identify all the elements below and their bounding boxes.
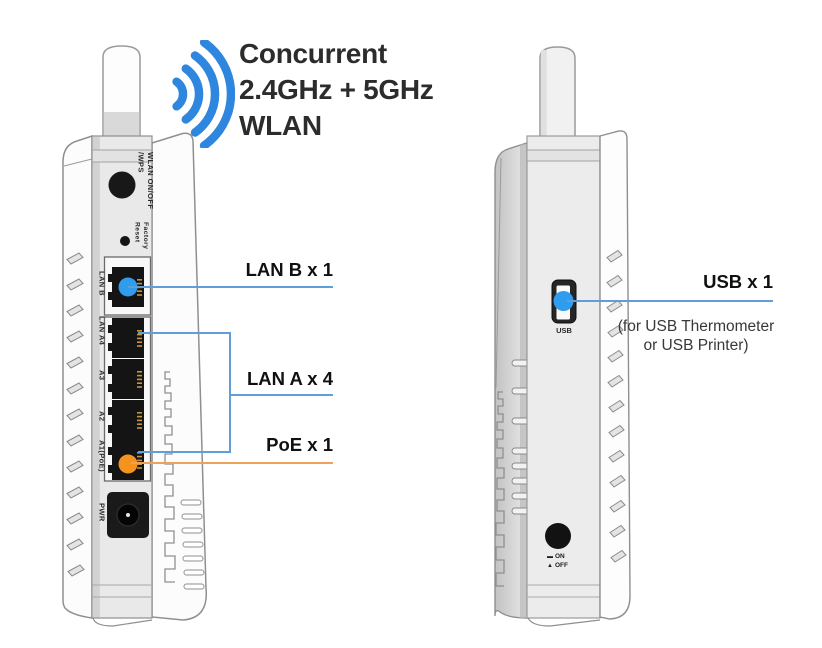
power-button: [545, 523, 571, 549]
usb-note: (for USB Thermometer or USB Printer): [617, 318, 775, 354]
callout-label-lan-a: LAN A x 4: [246, 368, 333, 389]
antenna: [539, 46, 576, 138]
heading-text: Concurrent 2.4GHz + 5GHz WLAN: [239, 38, 434, 141]
device-left-side-view: WLAN ON/OFF /WPS Factory Reset LAN B LAN…: [55, 40, 215, 630]
power-on-label: ON: [555, 553, 565, 560]
lan-a4-port-label: LAN A4: [97, 316, 107, 346]
lan-a2-port-label: A2: [97, 411, 107, 422]
pwr-jack-label: PWR: [97, 503, 107, 522]
callout-label-poe: PoE x 1: [266, 434, 333, 455]
poe-indicator-dot: [118, 454, 138, 474]
callout-line-usb: [567, 300, 773, 302]
lan-a3-port: [108, 359, 144, 399]
power-switch-label: ▬ ON ▲ OFF: [547, 552, 568, 570]
callout-label-lan-b: LAN B x 1: [245, 259, 333, 280]
antenna: [102, 45, 141, 138]
callout-line-poe: [131, 462, 333, 464]
device-right-art: [494, 46, 631, 627]
power-off-label: OFF: [554, 562, 568, 569]
callout-line-lan-b: [128, 286, 333, 288]
callout-label-usb: USB x 1: [703, 271, 773, 292]
wifi-signal-icon: [172, 40, 235, 148]
lan-a3-port-label: A3: [97, 370, 107, 381]
power-on-icon: ▬: [547, 553, 553, 560]
lan-a2-port: [108, 400, 144, 440]
callout-line-lan-a4: [138, 332, 231, 334]
device-left-art: [62, 45, 208, 627]
factory-reset-label: Factory Reset: [133, 222, 149, 250]
usb-indicator-dot: [553, 291, 574, 311]
factory-reset-button: [120, 236, 130, 246]
lan-a1-poe-port-label: A1(PoE): [97, 440, 107, 472]
callout-line-lan-a-label: [229, 394, 333, 396]
usb-port: [551, 279, 577, 324]
lan-a4-port: [108, 318, 144, 358]
callout-line-lan-a1: [138, 451, 231, 453]
lan-a-port-group: [103, 316, 152, 482]
wlan-onoff-wps-button: [108, 171, 136, 199]
device-right-side-view: USB ▬ ON ▲ OFF: [488, 40, 638, 630]
power-jack: [107, 492, 149, 538]
usb-port-label: USB: [556, 326, 572, 335]
wlan-onoff-wps-label: WLAN ON/OFF /WPS: [136, 152, 155, 210]
power-off-icon: ▲: [547, 562, 553, 569]
lan-b-port-label: LAN B: [97, 271, 107, 296]
callout-bracket-lan-a: [229, 332, 231, 453]
